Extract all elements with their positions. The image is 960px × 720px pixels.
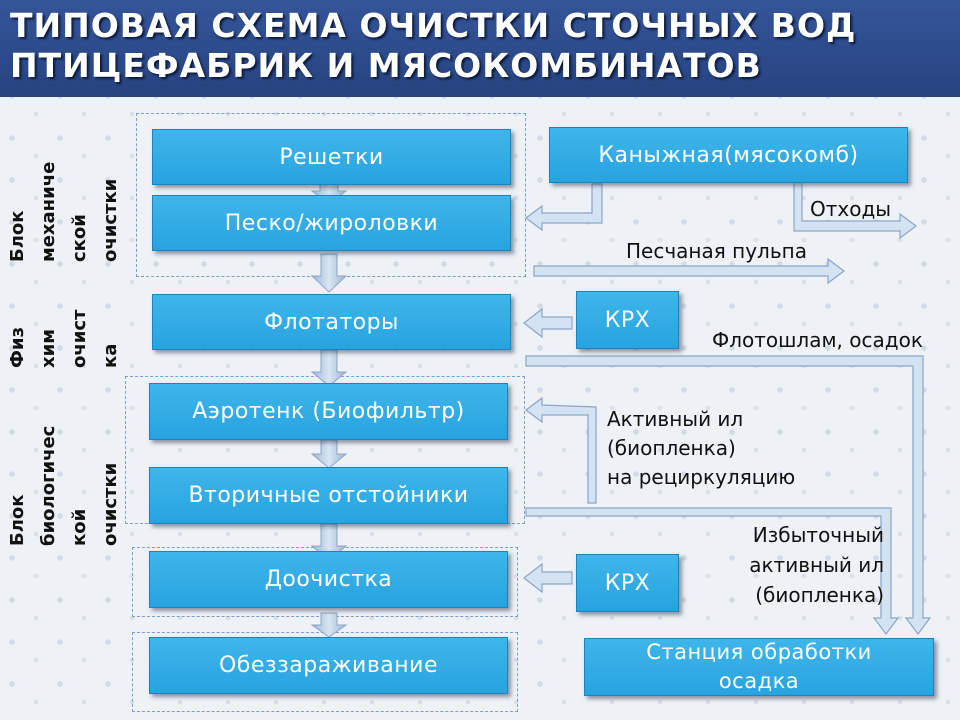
excess-sludge-label: Избыточный активный ил (биопленка)	[749, 523, 884, 607]
down-arrow-6	[310, 612, 348, 638]
physchem-block-label: Физ хим очист ка	[7, 309, 121, 368]
flotators-box: Флотаторы	[152, 294, 511, 350]
kanyzhnaya-box: Каныжная(мясокомб)	[549, 127, 908, 183]
screens-box: Решетки	[152, 129, 511, 185]
left-arrow-recirc	[525, 396, 597, 504]
page-title: ТИПОВАЯ СХЕМА ОЧИСТКИ СТОЧНЫХ ВОД ПТИЦЕФ…	[10, 6, 857, 85]
sludge-station-box: Станция обработки осадка	[584, 638, 934, 696]
down-arrow-3	[310, 349, 348, 387]
biological-block-label: Блок биологичес кой очистки	[7, 425, 121, 546]
right-line-flotation	[525, 355, 932, 635]
sand-grease-traps-box: Песко/жироловки	[152, 195, 511, 251]
flotation-sludge-label: Флотошлам, осадок	[712, 328, 923, 352]
aerotank-box: Аэротенк (Биофильтр)	[149, 383, 508, 440]
krh-box-1: КРХ	[576, 291, 679, 349]
waste-label: Отходы	[810, 197, 892, 221]
secondary-clarifiers-box: Вторичные отстойники	[149, 467, 508, 524]
right-arrow-sand	[533, 257, 845, 285]
left-arrow-kanyzh	[525, 183, 603, 232]
mechanical-block-label: Блок механиче ской очистки	[7, 161, 121, 262]
header-banner: ТИПОВАЯ СХЕМА ОЧИСТКИ СТОЧНЫХ ВОД ПТИЦЕФ…	[0, 0, 960, 97]
down-arrow-4	[310, 439, 348, 469]
sand-pulp-label: Песчаная пульпа	[626, 239, 807, 263]
active-sludge-recirc-label: Активный ил (биопленка) на рециркуляцию	[607, 407, 796, 489]
right-arrow-waste	[793, 181, 917, 240]
down-arrow-2	[310, 253, 348, 293]
left-arrow-krh2	[523, 562, 573, 594]
krh-box-2: КРХ	[576, 554, 679, 612]
disinfection-box: Обеззараживание	[149, 637, 508, 694]
post-treatment-box: Доочистка	[149, 551, 508, 608]
left-arrow-krh1	[523, 307, 573, 339]
right-line-excess	[525, 507, 900, 635]
